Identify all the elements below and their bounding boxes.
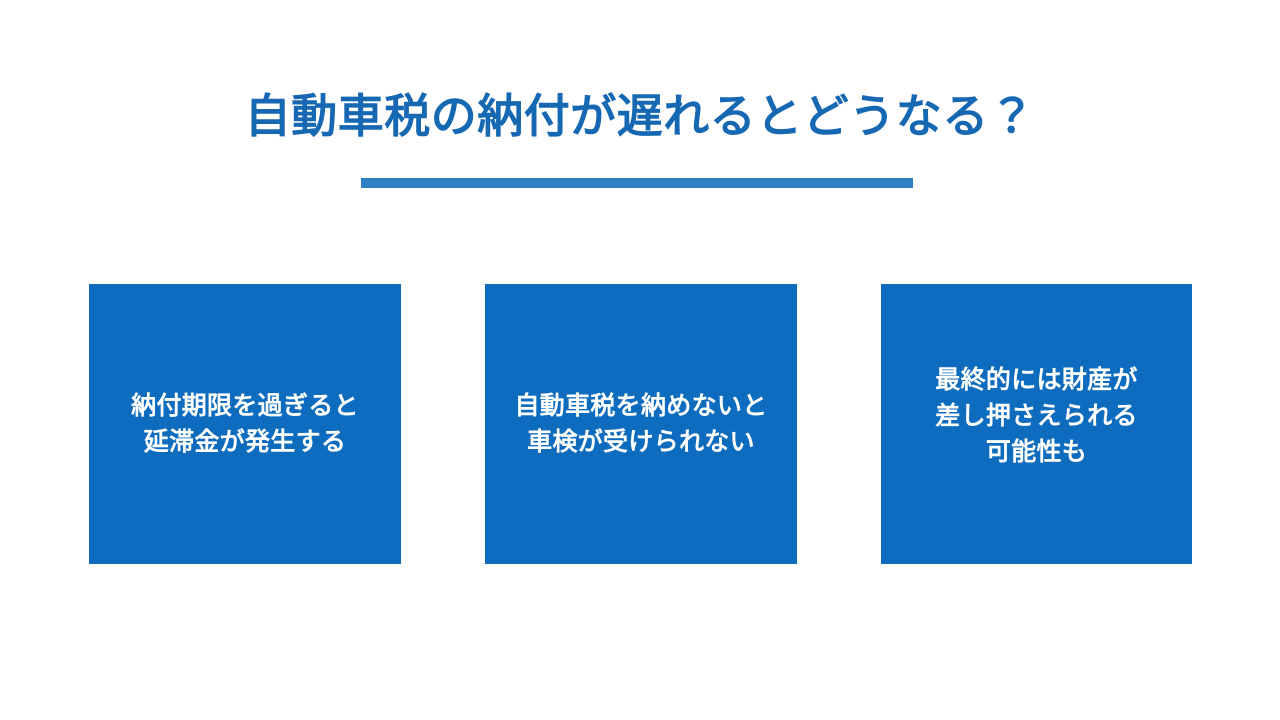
title-block: 自動車税の納付が遅れるとどうなる？ [0, 88, 1280, 144]
card-late-payment-penalty: 納付期限を過ぎると 延滞金が発生する [89, 284, 401, 564]
card-text-line: 延滞金が発生する [143, 428, 347, 456]
card-text-line: 車検が受けられない [527, 428, 755, 456]
card-text-line: 可能性も [985, 438, 1088, 466]
card-text: 納付期限を過ぎると 延滞金が発生する [97, 388, 393, 460]
card-text: 最終的には財産が 差し押さえられる 可能性も [889, 362, 1184, 470]
card-asset-seizure: 最終的には財産が 差し押さえられる 可能性も [881, 284, 1192, 564]
title-accent-rule [361, 178, 913, 188]
page-title: 自動車税の納付が遅れるとどうなる？ [244, 90, 1036, 142]
card-vehicle-inspection-blocked: 自動車税を納めないと 車検が受けられない [485, 284, 797, 564]
card-text-line: 自動車税を納めないと [514, 392, 768, 420]
card-text-line: 納付期限を過ぎると [131, 392, 359, 420]
card-row: 納付期限を過ぎると 延滞金が発生する 自動車税を納めないと 車検が受けられない … [89, 284, 1192, 564]
card-text-line: 最終的には財産が [935, 366, 1138, 394]
card-text-line: 差し押さえられる [935, 402, 1138, 430]
card-text: 自動車税を納めないと 車検が受けられない [493, 388, 789, 460]
